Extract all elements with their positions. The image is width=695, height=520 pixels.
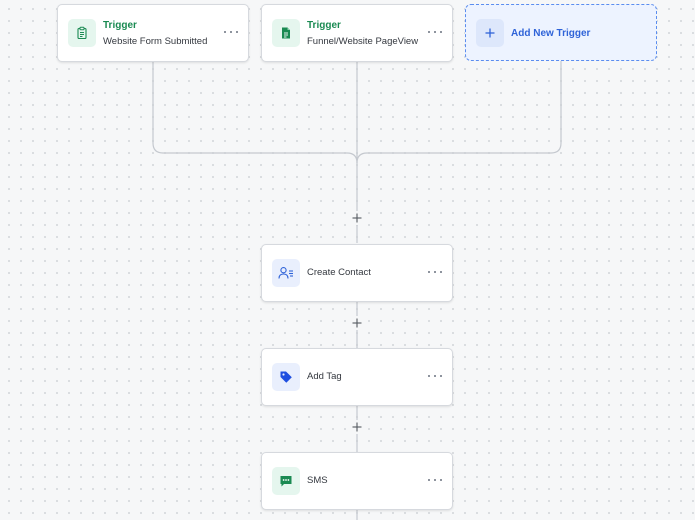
- add-step-plus-icon[interactable]: [350, 211, 364, 225]
- add-step-plus-icon[interactable]: [350, 316, 364, 330]
- add-trigger-icon-box: [476, 19, 504, 47]
- trigger-icon-box: [68, 19, 96, 47]
- message-icon: [280, 476, 292, 487]
- clipboard-icon: [77, 26, 87, 40]
- action-label: SMS: [307, 475, 328, 486]
- more-options-icon[interactable]: [428, 265, 442, 279]
- trigger-icon-box: [272, 19, 300, 47]
- add-step-plus-icon[interactable]: [350, 420, 364, 434]
- trigger-card-website-form[interactable]: Trigger Website Form Submitted: [57, 4, 249, 62]
- add-trigger-label: Add New Trigger: [511, 28, 591, 39]
- trigger-card-funnel-pageview[interactable]: Trigger Funnel/Website PageView: [261, 4, 453, 62]
- document-icon: [282, 27, 290, 39]
- action-card-add-tag[interactable]: Add Tag: [261, 348, 453, 406]
- trigger-subtitle: Funnel/Website PageView: [307, 36, 419, 47]
- action-icon-box: [272, 467, 300, 495]
- action-card-sms[interactable]: SMS: [261, 452, 453, 510]
- action-card-create-contact[interactable]: Create Contact: [261, 244, 453, 302]
- action-label: Add Tag: [307, 371, 342, 382]
- more-options-icon[interactable]: [224, 25, 238, 39]
- trigger-title: Trigger: [307, 20, 341, 31]
- connector-trigger-1: [152, 62, 358, 164]
- action-icon-box: [272, 259, 300, 287]
- tag-icon: [280, 371, 292, 383]
- trigger-title: Trigger: [103, 20, 137, 31]
- trigger-subtitle: Website Form Submitted: [103, 36, 208, 47]
- contact-card-icon: [278, 267, 293, 279]
- action-label: Create Contact: [307, 267, 371, 278]
- more-options-icon[interactable]: [428, 25, 442, 39]
- more-options-icon[interactable]: [428, 473, 442, 487]
- action-icon-box: [272, 363, 300, 391]
- plus-icon: [485, 28, 495, 38]
- more-options-icon[interactable]: [428, 369, 442, 383]
- connector-add-trigger: [356, 61, 562, 164]
- add-new-trigger-button[interactable]: Add New Trigger: [465, 4, 657, 61]
